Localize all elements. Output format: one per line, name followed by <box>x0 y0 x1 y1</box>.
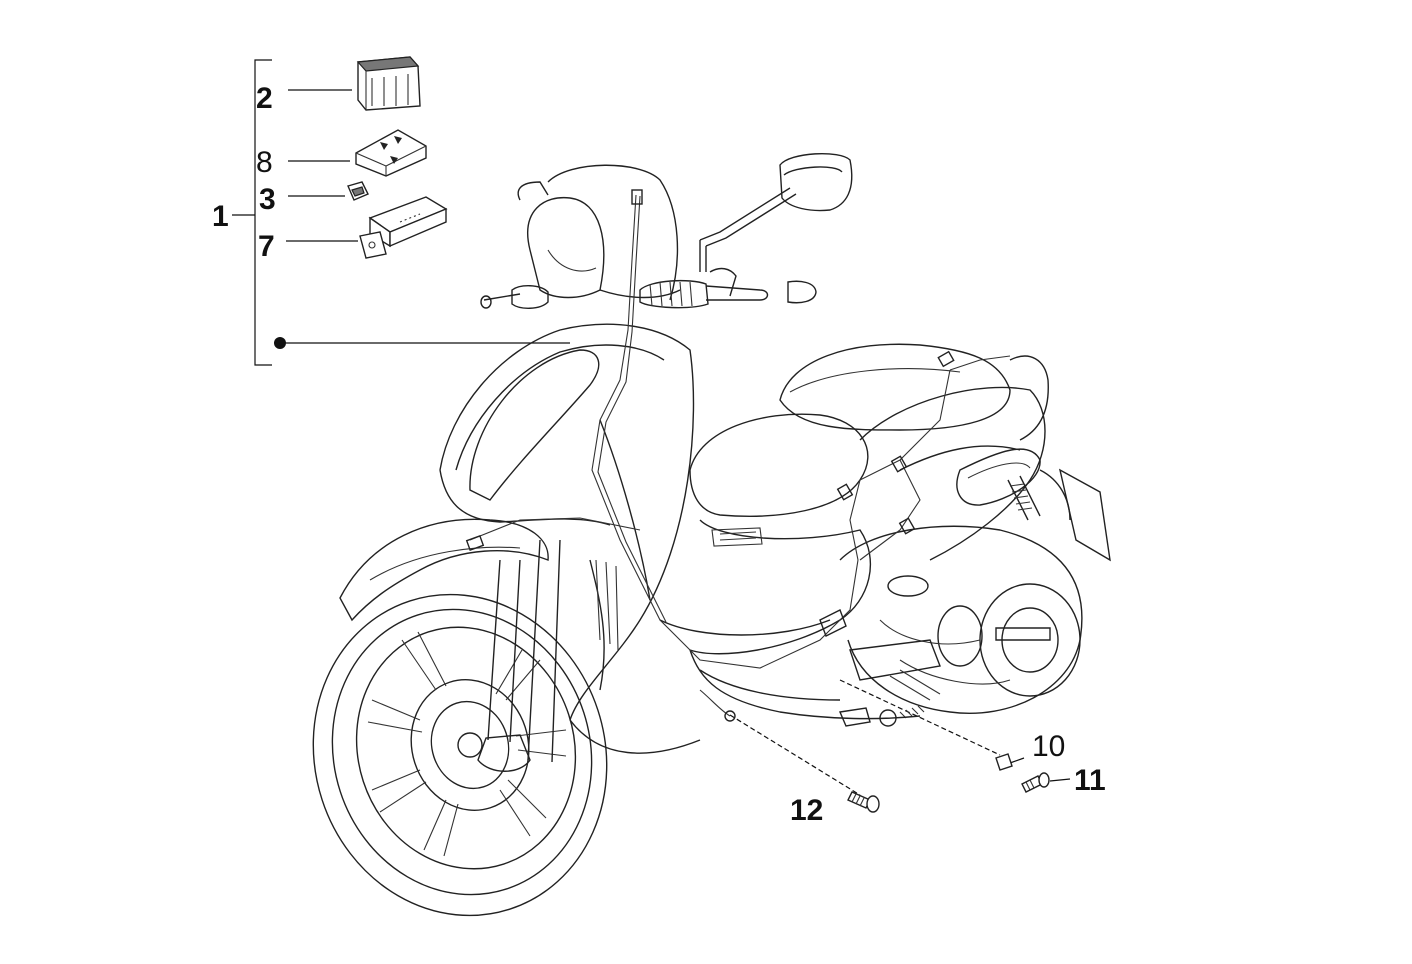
callout-12: 12 <box>790 794 823 827</box>
wiring-harness-pointer <box>274 337 570 349</box>
fuse-holder-part-7 <box>359 196 448 259</box>
clip-part-10 <box>995 753 1013 771</box>
callout-3: 3 <box>259 183 276 216</box>
lower-body <box>689 649 921 727</box>
rear-shock <box>1007 475 1041 521</box>
front-wheel <box>312 593 608 917</box>
clip-part-3 <box>347 181 369 201</box>
callout-7: 7 <box>258 230 275 263</box>
callout-8: 8 <box>256 146 273 179</box>
callout-1: 1 <box>212 200 229 233</box>
leader-10-dashed <box>839 679 1001 756</box>
scooter-drawing <box>312 152 1111 917</box>
front-fender <box>339 518 549 622</box>
fuse-box-part-8 <box>355 129 427 177</box>
screw-part-12 <box>847 791 880 813</box>
mirror <box>699 152 853 272</box>
leader-12-dashed <box>729 714 861 796</box>
handlebar <box>480 267 817 309</box>
kit-bracket <box>232 59 272 366</box>
callout-11: 11 <box>1074 764 1106 797</box>
screw-part-11 <box>1021 772 1050 793</box>
callout-2: 2 <box>256 82 273 115</box>
leader-10 <box>1009 757 1025 764</box>
front-fork <box>477 539 561 772</box>
leader-11 <box>1049 778 1071 782</box>
body-panels <box>659 355 1049 655</box>
relay-part-2 <box>356 56 421 111</box>
callout-10: 10 <box>1032 730 1065 763</box>
leg-shield <box>439 323 701 754</box>
rear-mudguard <box>1039 468 1111 562</box>
wiring-harness <box>465 189 1011 722</box>
headlamp-cowl <box>517 164 681 301</box>
engine-casing <box>839 525 1083 727</box>
